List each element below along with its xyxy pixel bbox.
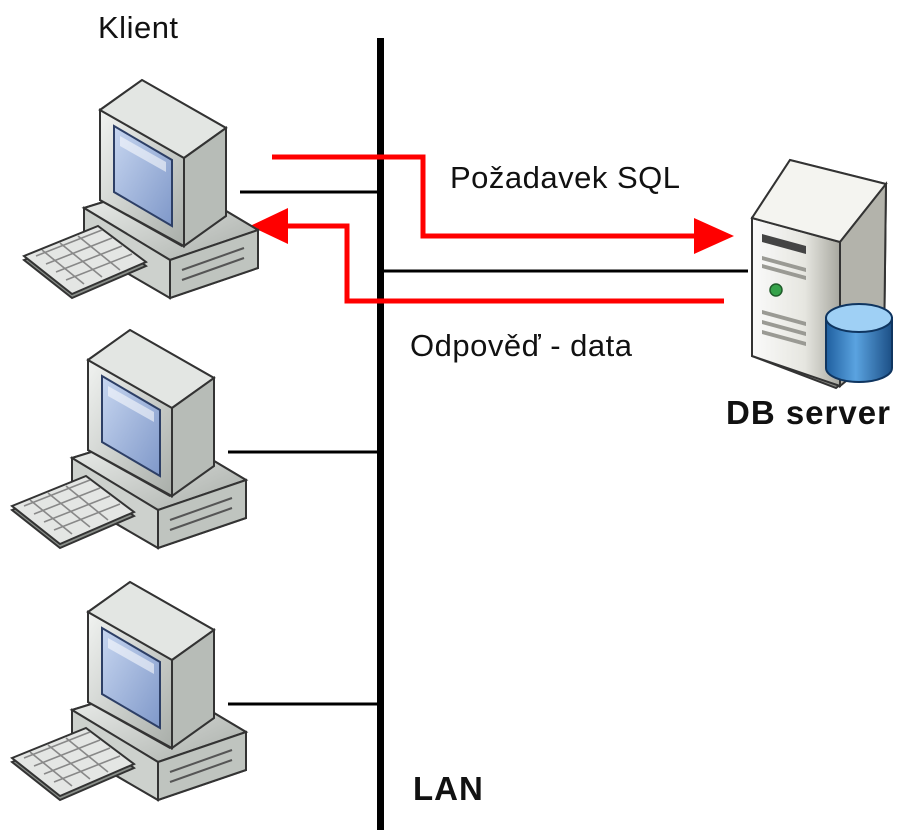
client-computer-1-icon [23,79,259,299]
request-label: Požadavek SQL [450,160,681,195]
client-computer-2-icon [11,329,247,549]
client-computer-3-icon [11,581,247,801]
server-label: DB server [726,394,891,431]
database-cylinder-icon [825,303,893,383]
lan-bus-line [377,38,384,830]
response-label: Odpověď - data [410,328,633,363]
request-arrow [272,154,734,254]
client-label: Klient [98,10,179,45]
lan-label: LAN [413,770,484,807]
response-arrow [250,208,724,304]
